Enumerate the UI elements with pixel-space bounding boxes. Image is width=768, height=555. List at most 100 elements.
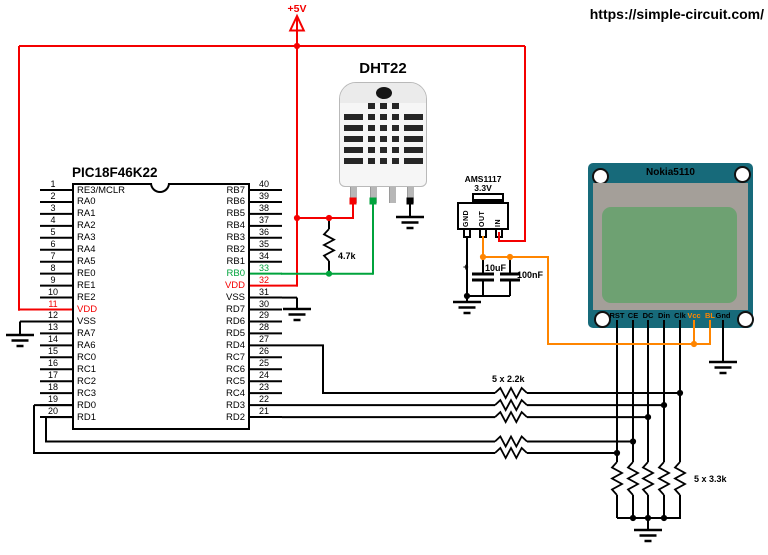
display-pin-label: Gnd xyxy=(715,311,731,320)
mcu-pin-number: 40 xyxy=(258,179,269,189)
mcu-pin-number: 30 xyxy=(258,298,269,309)
mcu-pin-label: RA5 xyxy=(77,256,96,268)
mcu-pin-label: RC2 xyxy=(77,375,97,387)
dht22-leg-4 xyxy=(406,187,415,203)
pulldown-resistors-label: 5 x 3.3k xyxy=(694,474,727,484)
mcu-pin-number: 19 xyxy=(47,394,58,405)
dht22-vent-row xyxy=(340,136,426,142)
pullup-resistor-label: 4.7k xyxy=(338,251,356,261)
mcu-pin-number: 32 xyxy=(258,274,269,285)
dht22-leg-2 xyxy=(369,187,378,203)
mcu-pin-number: 20 xyxy=(47,406,58,417)
mcu-pin-label: RC3 xyxy=(77,387,97,399)
mcu-pin-label: RD3 xyxy=(225,399,245,411)
mcu-pin-label: RC1 xyxy=(77,363,97,375)
cap2-value-label: 100nF xyxy=(517,270,544,280)
mcu-pin-number: 18 xyxy=(47,382,58,393)
mcu-pin-number: 21 xyxy=(258,406,269,417)
regulator-body xyxy=(457,202,509,230)
regulator-pin-gnd xyxy=(463,228,471,238)
regulator-pin-label: OUT xyxy=(478,210,486,227)
mcu-pin-label: RE0 xyxy=(77,268,96,280)
mcu-pin-number: 22 xyxy=(258,394,269,405)
regulator-name-label: AMS1117 xyxy=(464,174,502,184)
mcu-pin-label: VDD xyxy=(77,304,98,315)
mcu-pin-number: 27 xyxy=(258,334,269,345)
mcu-pin-label: RB1 xyxy=(226,256,245,268)
mcu-pin-number: 2 xyxy=(50,190,56,201)
mcu-pin-number: 17 xyxy=(47,370,58,381)
mcu-pin-number: 12 xyxy=(47,310,58,321)
mcu-pin-number: 31 xyxy=(258,286,269,297)
mcu-pin-number: 10 xyxy=(47,286,58,297)
dht22-vent-row xyxy=(340,147,426,153)
mcu-pin-label: RD0 xyxy=(77,399,97,411)
mcu-pin-number: 29 xyxy=(258,310,269,321)
mcu-pin-number: 3 xyxy=(50,202,56,213)
display-pin-label: Vcc xyxy=(687,311,701,320)
mcu-pin-number: 37 xyxy=(258,214,269,225)
dht22-leg-1 xyxy=(349,187,358,203)
mcu-pin-label: RB4 xyxy=(226,220,245,232)
mcu-pin-label: RD7 xyxy=(225,304,245,315)
dht22-sensor-body xyxy=(339,82,427,187)
mcu-pin-number: 28 xyxy=(258,322,269,333)
mcu-pin-label: RE2 xyxy=(77,292,96,304)
mcu-pin-label: VDD xyxy=(224,280,245,292)
display-screen xyxy=(602,207,737,303)
mcu-pin-label: RD2 xyxy=(225,411,245,423)
mcu-pin-number: 26 xyxy=(258,346,269,357)
mcu-pin-label: RA1 xyxy=(77,208,96,220)
mcu-pin-number: 4 xyxy=(50,214,56,225)
dht22-sensor-eye-icon xyxy=(376,87,392,99)
mcu-pin-number: 7 xyxy=(50,250,56,261)
nokia5110-board: Nokia5110 xyxy=(588,163,754,328)
mcu-pin-number: 14 xyxy=(47,334,58,345)
site-watermark: https://simple-circuit.com/ xyxy=(589,6,764,22)
regulator-pin-label: IN xyxy=(494,219,502,227)
mcu-pin-label: RA2 xyxy=(77,220,96,232)
mcu-pin-number: 9 xyxy=(50,274,56,285)
mcu-pin-number: 39 xyxy=(258,190,269,201)
dht22-label: DHT22 xyxy=(359,60,407,77)
mcu-pin-label: RE1 xyxy=(77,280,96,292)
mcu-pin-number: 36 xyxy=(258,226,269,237)
mcu-pin-label: RB7 xyxy=(226,184,245,196)
regulator-pin-out xyxy=(479,228,487,238)
display-pin-label: Din xyxy=(657,311,671,320)
series-resistors-label: 5 x 2.2k xyxy=(492,374,525,384)
mcu-pin-number: 38 xyxy=(258,202,269,213)
cap1-polarity-label: + xyxy=(463,262,469,273)
mcu-pin-label: RD6 xyxy=(225,315,245,327)
display-pin-label: RST xyxy=(609,311,625,320)
mcu-pin-number: 11 xyxy=(48,298,58,309)
power-5v-label: +5V xyxy=(287,3,307,15)
regulator-pin-in xyxy=(495,228,503,238)
dht22-vent-row xyxy=(340,103,426,109)
screw-hole-icon xyxy=(593,310,611,328)
mcu-pin-label: RB0 xyxy=(226,268,245,280)
display-pin-label: Clk xyxy=(674,311,686,320)
mcu-pin-label: RC5 xyxy=(225,375,245,387)
mcu-pin-label: VSS xyxy=(225,292,245,304)
mcu-pin-label: RB6 xyxy=(226,196,245,208)
mcu-pin-label: RD5 xyxy=(225,327,245,339)
dht22-vent-row xyxy=(340,125,426,131)
mcu-pin-number: 24 xyxy=(258,370,269,381)
mcu-title: PIC18F46K22 xyxy=(72,165,158,180)
display-pin-label: CE xyxy=(627,311,639,320)
display-bezel xyxy=(593,183,748,310)
mcu-pin-label: RC7 xyxy=(225,351,245,363)
dht22-vent-grid xyxy=(340,103,426,169)
mcu-pin-number: 15 xyxy=(47,346,58,357)
mcu-pin-label: RC4 xyxy=(225,387,245,399)
mcu-pin-number: 5 xyxy=(50,226,56,237)
mcu-pin-label: RD4 xyxy=(225,339,245,351)
mcu-pin-label: VSS xyxy=(77,315,97,327)
mcu-pin-number: 34 xyxy=(258,250,269,261)
display-pin-label: DC xyxy=(642,311,654,320)
mcu-pin-label: RD1 xyxy=(77,411,97,423)
mcu-pin-number: 33 xyxy=(258,262,269,273)
mcu-pin-number: 6 xyxy=(50,238,56,249)
